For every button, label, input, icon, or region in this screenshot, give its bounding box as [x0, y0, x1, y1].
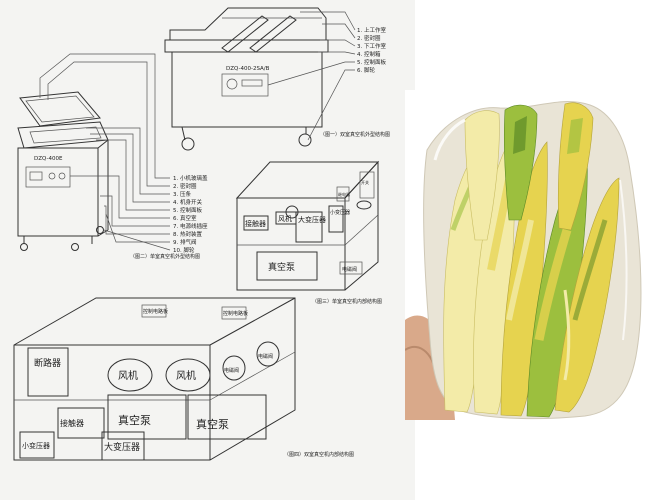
figure4-caption: （图四）双室真空机内部结构图 — [284, 451, 354, 458]
figure2-callout-10: 10. 脚轮 — [173, 246, 195, 254]
figure3-small-transformer: 小变压器 — [330, 209, 350, 216]
figure2-callout-8: 8. 热封装置 — [173, 230, 202, 238]
bamboo-shoots-vacuum-pack-photo — [405, 90, 650, 420]
figure4-solenoid-valve-1: 电磁阀 — [224, 367, 239, 374]
figure1-callouts: 1. 上工作室 2. 密封圈 3. 下工作室 4. 控制箱 5. 控制面板 6.… — [357, 26, 386, 74]
figure4-double-chamber-internals: 控制电路板 控制电路板 断路器 风机 风机 电磁阀 电磁阀 接触器 真空泵 真空… — [13, 297, 354, 461]
figure2-callout-5: 5. 控制面板 — [173, 206, 202, 214]
figure1-caption: （图一）双室真空机外型结构图 — [320, 131, 390, 138]
figure4-fan-2: 风机 — [176, 369, 196, 382]
figure4-vacuum-pump-1: 真空泵 — [118, 413, 151, 427]
figure3-fan: 风机 — [278, 214, 292, 223]
figure2-callout-9: 9. 排气阀 — [173, 238, 197, 246]
figure3-vacuum-pump: 真空泵 — [268, 261, 295, 273]
figure4-solenoid-valve-2: 电磁阀 — [258, 353, 273, 360]
figure2-model-label: DZQ-400E — [34, 156, 63, 162]
figure2-caption: （图二）单室真空机外型结构图 — [130, 253, 200, 260]
figure1-callout-1: 1. 上工作室 — [357, 26, 386, 34]
figure4-control-board-2: 控制电路板 — [223, 310, 248, 317]
figure1-model-label: DZQ-400-2SA/B — [226, 66, 270, 72]
vacuum-machine-diagram-scan: DZQ-400-2SA/B 1. 上工作室 2. 密封圈 3. 下工作室 4. … — [0, 0, 415, 500]
figure4-big-transformer: 大变压器 — [104, 441, 140, 453]
figure2-callout-3: 3. 压条 — [173, 190, 191, 198]
figure1-callout-6: 6. 脚轮 — [357, 66, 375, 74]
figure2-callout-6: 6. 真空室 — [173, 214, 197, 222]
figure2-callout-4: 4. 机身开关 — [173, 198, 202, 206]
figure2-single-chamber-machine: DZQ-400E 1. 小机玻璃盖 2. 密封圈 3. 压条 4. 机身开关 5… — [17, 53, 208, 260]
figure3-relay: 继电器 — [338, 191, 350, 197]
bamboo-shoots — [443, 102, 620, 418]
figure3-single-chamber-internals: 接触器 风机 大变压器 小变压器 继电器 开关 真空泵 电磁阀 （图三）单室真空… — [235, 160, 382, 305]
figure2-callouts: 1. 小机玻璃盖 2. 密封圈 3. 压条 4. 机身开关 5. 控制面板 6.… — [173, 174, 208, 254]
figure1-callout-5: 5. 控制面板 — [357, 58, 386, 66]
figure1-callout-3: 3. 下工作室 — [357, 42, 386, 50]
figure4-breaker: 断路器 — [34, 357, 61, 369]
figure3-contactor: 接触器 — [245, 219, 266, 228]
figure4-control-board-1: 控制电路板 — [143, 308, 168, 315]
figure1-callout-4: 4. 控制箱 — [357, 50, 381, 58]
figure3-solenoid-valve: 电磁阀 — [342, 266, 357, 273]
figure2-callout-1: 1. 小机玻璃盖 — [173, 174, 208, 182]
figure4-small-transformer: 小变压器 — [22, 441, 50, 450]
figure4-vacuum-pump-2: 真空泵 — [196, 417, 229, 431]
figure3-caption: （图三）单室真空机内部结构图 — [312, 298, 382, 305]
figure4-fan-1: 风机 — [118, 369, 138, 382]
figure2-callout-2: 2. 密封圈 — [173, 182, 197, 190]
figure3-switch: 开关 — [361, 179, 369, 185]
figure4-contactor: 接触器 — [60, 418, 84, 428]
figure1-double-chamber-machine: DZQ-400-2SA/B 1. 上工作室 2. 密封圈 3. 下工作室 4. … — [164, 7, 390, 151]
figure1-callout-2: 2. 密封圈 — [357, 34, 381, 42]
figure3-big-transformer: 大变压器 — [298, 215, 326, 224]
figure2-callout-7: 7. 电源线插座 — [173, 222, 208, 230]
